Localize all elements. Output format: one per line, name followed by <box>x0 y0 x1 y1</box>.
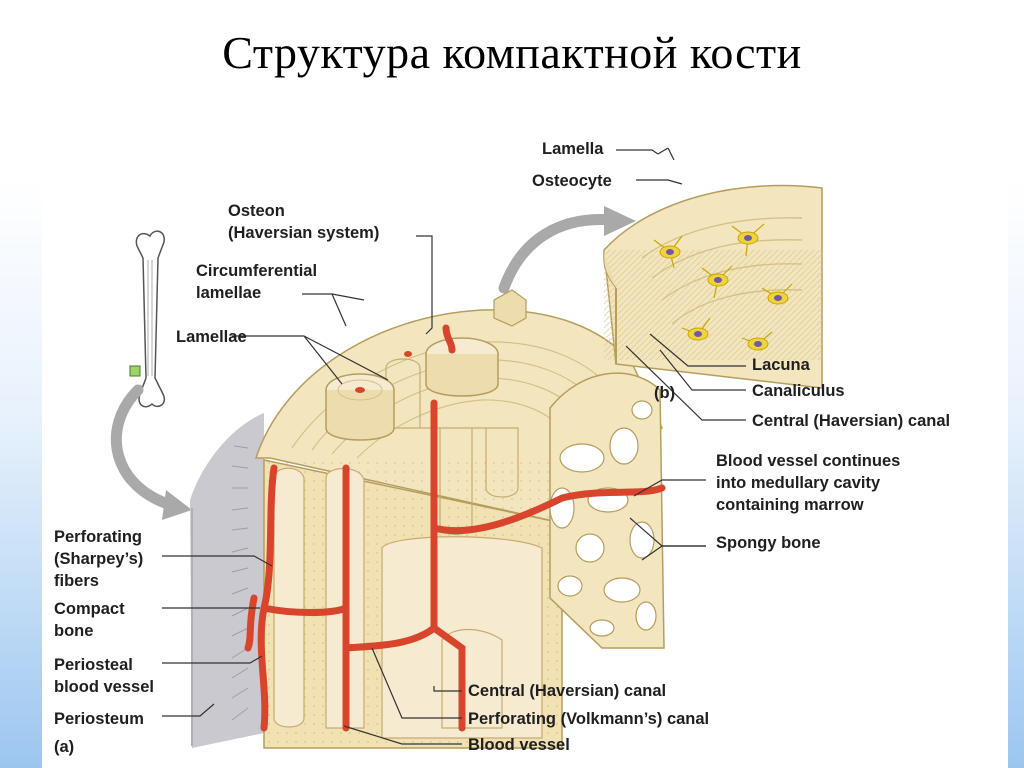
label-osteon: Osteon <box>228 202 285 220</box>
zoom-arrow-b <box>498 206 636 294</box>
label-circumferential: Circumferential <box>196 262 318 280</box>
leader-lines <box>162 147 746 745</box>
bone-block <box>254 309 665 749</box>
label-part-a: (a) <box>54 738 75 756</box>
label-central-canal-b: Central (Haversian) canal <box>752 412 951 430</box>
label-blood-vessel-continues-3: containing marrow <box>716 496 864 514</box>
periosteum <box>190 413 264 748</box>
label-circumferential-lamellae: lamellae <box>196 284 262 302</box>
label-canaliculus: Canaliculus <box>752 382 845 400</box>
zoom-arrow-a <box>110 384 192 520</box>
label-perforating-3: fibers <box>54 572 99 590</box>
label-osteocyte: Osteocyte <box>532 172 612 190</box>
label-part-b: (b) <box>654 384 676 402</box>
label-blood-vessel-continues-2: into medullary cavity <box>716 474 881 492</box>
bone-illustration <box>110 147 823 749</box>
long-bone-icon <box>129 230 165 408</box>
label-lacuna: Lacuna <box>752 356 810 374</box>
bone-sample-marker <box>129 365 141 377</box>
label-haversian-system: (Haversian system) <box>228 224 380 242</box>
label-lamellae: Lamellae <box>176 328 247 346</box>
label-blood-vessel: Blood vessel <box>468 736 570 754</box>
label-blood-vessel-continues-1: Blood vessel continues <box>716 452 901 470</box>
label-spongy-bone: Spongy bone <box>716 534 821 552</box>
label-compact-bone-1: Compact <box>54 600 125 618</box>
label-periosteum: Periosteum <box>54 710 144 728</box>
label-periosteal-1: Periosteal <box>54 656 133 674</box>
label-perforating-1: Perforating <box>54 528 143 546</box>
label-compact-bone-2: bone <box>54 622 94 640</box>
bone-structure-figure: Lamella Osteocyte Osteon (Haversian syst… <box>42 128 1008 768</box>
blood-vessels <box>244 324 666 732</box>
label-perforating-2: (Sharpey’s) <box>54 550 144 568</box>
slide-title: Структура компактной кости <box>222 27 802 78</box>
inset-b-lamella-detail <box>493 184 823 389</box>
label-volkmann-canal: Perforating (Volkmann’s) canal <box>468 710 710 728</box>
label-periosteal-2: blood vessel <box>54 678 154 696</box>
label-central-canal-a: Central (Haversian) canal <box>468 682 667 700</box>
label-lamella: Lamella <box>542 140 604 158</box>
